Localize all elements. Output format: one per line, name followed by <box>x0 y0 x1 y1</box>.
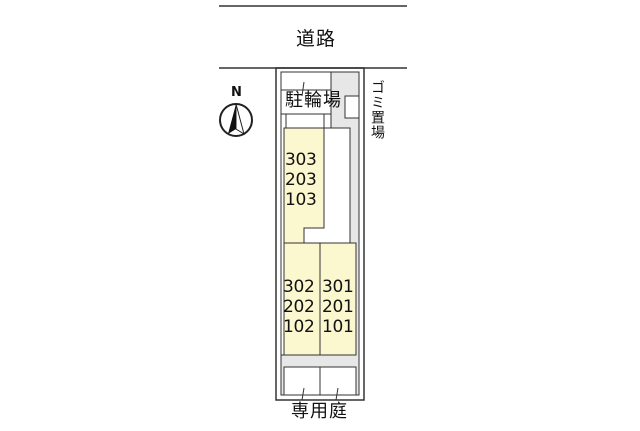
bicycle-parking-label: 駐輪場 <box>285 90 342 111</box>
unit-number: 302 <box>283 277 315 297</box>
private-garden-mark-right <box>335 387 339 401</box>
unit-number: 303 <box>285 150 317 170</box>
unit-number: 101 <box>322 317 354 337</box>
north-arrow-icon <box>219 103 253 137</box>
unit-number: 301 <box>322 277 354 297</box>
unit-column-303: 303 203 103 <box>285 150 317 210</box>
garbage-area <box>344 95 360 119</box>
unit-number: 202 <box>283 297 315 317</box>
unit-number: 201 <box>322 297 354 317</box>
unit-301 <box>319 242 357 356</box>
garbage-area-label: ゴミ置場 <box>369 80 385 140</box>
north-label: N <box>231 85 242 100</box>
unit-302 <box>283 242 321 356</box>
bicycle-parking-mark <box>301 81 305 97</box>
unit-column-301: 301 201 101 <box>322 277 354 337</box>
unit-number: 103 <box>285 190 317 210</box>
private-garden-mark-left <box>301 387 305 401</box>
unit-column-302: 302 202 102 <box>283 277 315 337</box>
road-label: 道路 <box>296 28 337 50</box>
lot-boundary-outer <box>275 67 365 401</box>
unit-number: 203 <box>285 170 317 190</box>
private-garden-label: 専用庭 <box>291 401 348 422</box>
unit-number: 102 <box>283 317 315 337</box>
